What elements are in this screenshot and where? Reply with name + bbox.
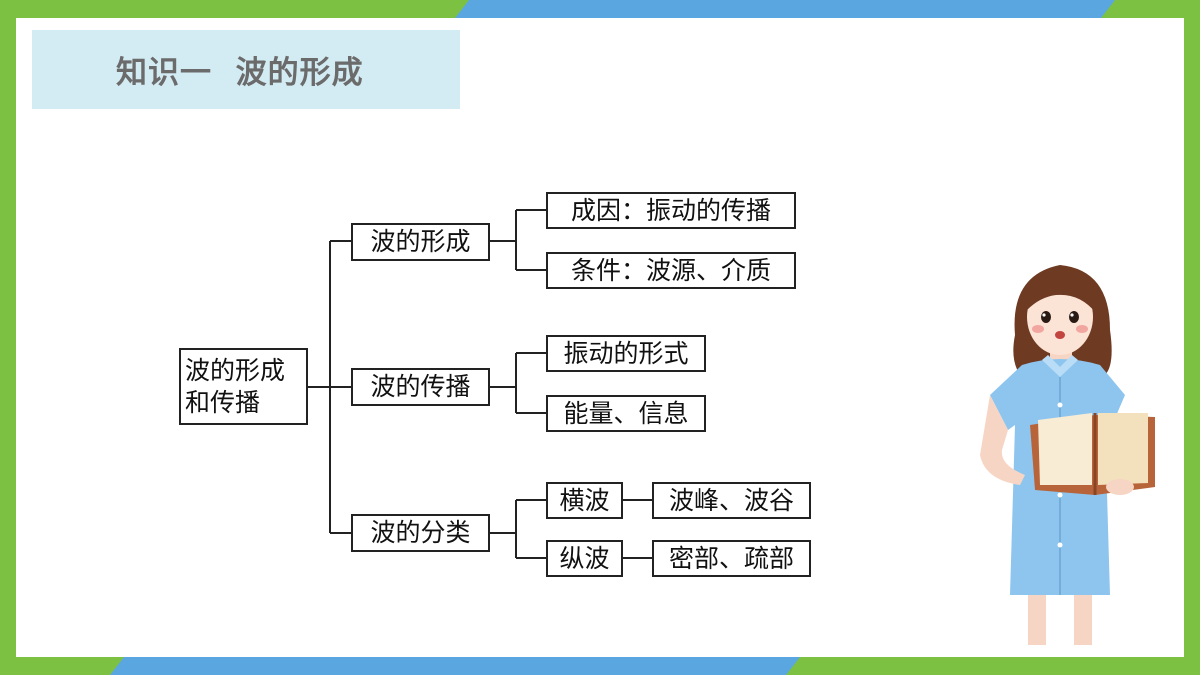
- title-bar: 知识一 波的形成: [32, 30, 460, 109]
- branch-node-propagation: 波的传播: [351, 368, 490, 406]
- leaf-node-compression-rarefaction: 密部、疏部: [652, 540, 811, 577]
- root-node: 波的形成和传播: [179, 348, 308, 425]
- slide-title: 知识一 波的形成: [116, 55, 364, 91]
- child-node-vibration-form: 振动的形式: [546, 335, 706, 372]
- frame-top-accent: [455, 0, 1115, 18]
- frame-bottom-accent: [110, 657, 800, 675]
- child-node-energy-info: 能量、信息: [546, 395, 706, 432]
- branch-node-formation: 波的形成: [351, 223, 490, 261]
- leaf-node-crest-trough: 波峰、波谷: [652, 482, 811, 519]
- child-node-transverse-wave: 横波: [546, 482, 623, 519]
- girl-reading-book-icon: [980, 265, 1155, 645]
- child-node-condition: 条件：波源、介质: [546, 252, 796, 289]
- branch-node-classification: 波的分类: [351, 514, 490, 552]
- child-node-longitudinal-wave: 纵波: [546, 540, 623, 577]
- child-node-cause: 成因：振动的传播: [546, 192, 796, 229]
